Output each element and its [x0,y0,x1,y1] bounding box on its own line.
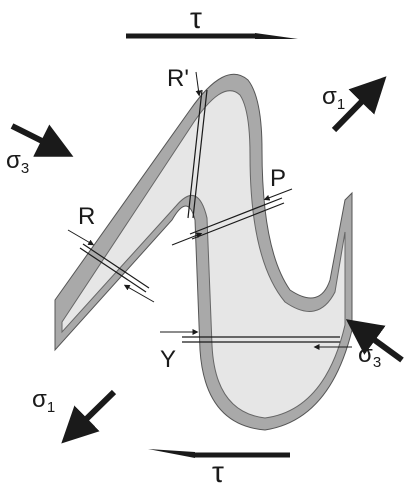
r-label: R [78,203,95,230]
sigma1-bottom-symbol: σ [32,386,47,413]
p-label: P [270,165,286,192]
tau-top-label: τ [190,2,202,35]
bottom-shear-arrowhead [148,449,195,458]
sigma3-left-symbol: σ [6,147,21,174]
y-label: Y [160,346,176,373]
sigma3-left-label: σ3 [6,147,29,177]
tau-bottom-label: τ [212,456,224,489]
sigma1-bottom-arrow [72,392,114,433]
sigma1-bottom-label: σ1 [32,386,55,416]
r-prime-label: R' [167,65,189,92]
sigma1-top-label: σ1 [322,83,345,113]
sigma1-top-subscript: 1 [337,96,345,113]
sigma3-left-subscript: 3 [21,160,29,177]
sigma1-bottom-subscript: 1 [47,399,55,416]
sigma3-right-subscript: 3 [373,354,381,371]
top-shear-arrowhead [255,33,298,39]
sigma3-right-symbol: σ [358,341,373,368]
sigma1-top-symbol: σ [322,83,337,110]
